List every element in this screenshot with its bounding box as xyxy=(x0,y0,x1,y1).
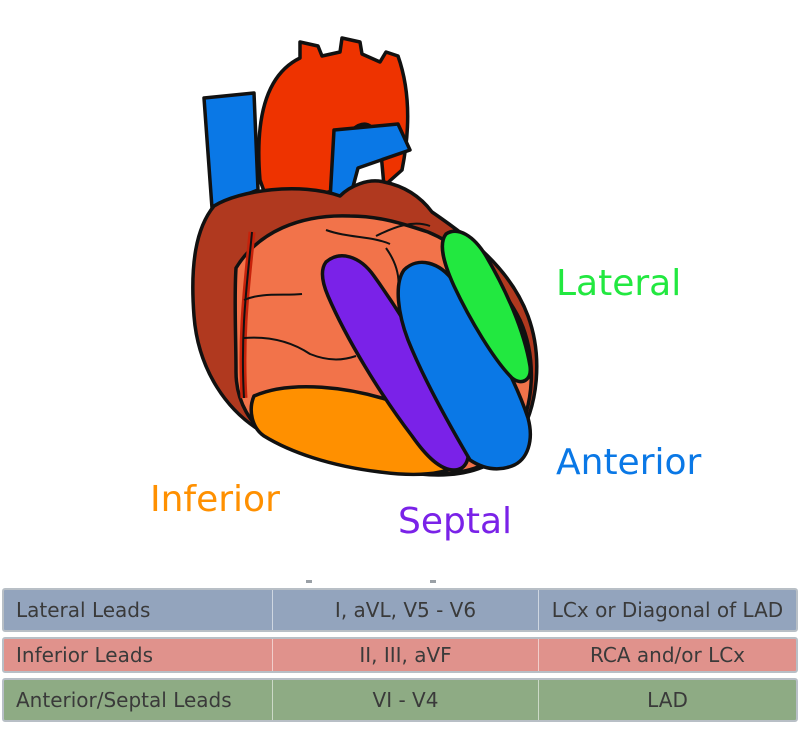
artery-cell: LCx or Diagonal of LAD xyxy=(538,590,796,630)
table-row: Inferior Leads II, III, aVF RCA and/or L… xyxy=(2,637,798,673)
ecg-leads-cell: I, aVL, V5 - V6 xyxy=(272,590,538,630)
table-row: Anterior/Septal Leads VI - V4 LAD xyxy=(2,678,798,722)
leads-table: Lateral Leads I, aVL, V5 - V6 LCx or Dia… xyxy=(0,580,800,731)
septal-region xyxy=(320,254,471,472)
ecg-leads-cell: II, III, aVF xyxy=(272,639,538,671)
coronary-vessels xyxy=(239,222,431,399)
heart-illustration xyxy=(191,36,539,477)
table-row: Lateral Leads I, aVL, V5 - V6 LCx or Dia… xyxy=(2,588,798,632)
lead-group-cell: Anterior/Septal Leads xyxy=(16,688,232,712)
heart-diagram: Lateral Anterior Inferior Septal xyxy=(150,36,702,542)
table-divider-mark xyxy=(430,580,436,583)
label-anterior: Anterior xyxy=(556,442,702,483)
artery-cell: RCA and/or LCx xyxy=(538,639,796,671)
lateral-region xyxy=(440,229,532,384)
lead-group-cell: Lateral Leads xyxy=(16,598,151,622)
label-inferior: Inferior xyxy=(150,479,280,520)
artery-cell: LAD xyxy=(538,680,796,720)
table-divider-mark xyxy=(306,580,312,583)
lead-group-cell: Inferior Leads xyxy=(16,643,153,667)
label-septal: Septal xyxy=(398,501,513,542)
label-lateral: Lateral xyxy=(556,263,682,304)
ecg-leads-cell: VI - V4 xyxy=(272,680,538,720)
superior-vena-cava xyxy=(202,91,260,210)
